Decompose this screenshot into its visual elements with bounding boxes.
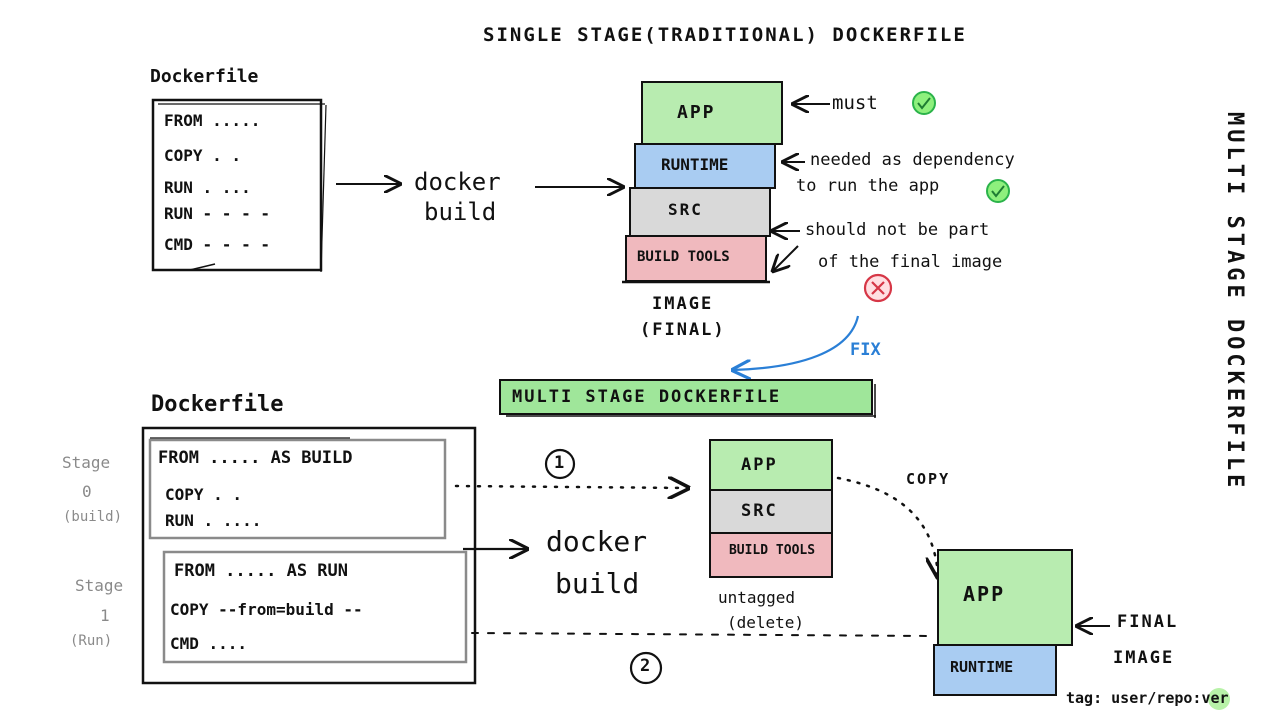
top-title: SINGLE STAGE(TRADITIONAL) DOCKERFILE bbox=[483, 24, 967, 46]
tag-highlight bbox=[1208, 688, 1230, 710]
final-image-label2: IMAGE bbox=[1113, 648, 1175, 668]
stage1-line: FROM ..... AS RUN bbox=[174, 561, 348, 581]
annotation-not-part2: of the final image bbox=[818, 252, 1003, 272]
annotation-not-part1: should not be part bbox=[805, 220, 990, 240]
untagged-layer-src-label: SRC bbox=[741, 501, 778, 521]
dashed-line-stage1 bbox=[471, 632, 933, 637]
top-dockerfile-box bbox=[151, 98, 327, 273]
stage1-label1: Stage bbox=[75, 576, 124, 595]
stage1-label2: 1 bbox=[100, 606, 110, 625]
top-layer-src-label: SRC bbox=[668, 200, 703, 219]
top-layer-runtime bbox=[634, 143, 776, 189]
annotation-must: must bbox=[832, 92, 878, 114]
final-layer-runtime-label: RUNTIME bbox=[950, 658, 1014, 676]
top-dockerfile-line: FROM ..... bbox=[164, 111, 261, 130]
top-dockerfile-line: COPY . . bbox=[164, 146, 242, 165]
top-image-stack bbox=[622, 81, 783, 284]
untagged-caption2: (delete) bbox=[727, 613, 805, 632]
check-icon-runtime bbox=[986, 179, 1010, 203]
final-image-label1: FINAL bbox=[1117, 612, 1179, 632]
final-image-stack bbox=[933, 549, 1073, 696]
top-image-caption1: IMAGE bbox=[652, 294, 714, 314]
stage0-label1: Stage bbox=[62, 453, 111, 472]
bottom-build-line1: docker bbox=[546, 525, 648, 558]
top-image-caption2: (FINAL) bbox=[640, 320, 726, 340]
stage0-line: COPY . . bbox=[165, 485, 243, 504]
stage0-label2: 0 bbox=[82, 482, 92, 501]
untagged-layer-build-tools bbox=[709, 532, 833, 578]
multi-stage-banner-box bbox=[499, 379, 876, 418]
bottom-dockerfile-title: Dockerfile bbox=[151, 392, 284, 417]
annotation-arrows bbox=[772, 104, 830, 271]
top-layer-app bbox=[641, 81, 783, 145]
untagged-image-stack bbox=[709, 439, 833, 578]
annotation-dependency1: needed as dependency bbox=[810, 150, 1015, 170]
final-layer-app bbox=[937, 549, 1073, 646]
top-layer-build-tools-label: BUILD TOOLS bbox=[637, 249, 730, 265]
final-image-tag: tag: user/repo:ver bbox=[1066, 689, 1229, 707]
stage1-line: CMD .... bbox=[170, 634, 248, 653]
bottom-build-line2: build bbox=[555, 567, 640, 600]
annotation-dependency2: to run the app bbox=[796, 176, 940, 196]
top-dockerfile-title: Dockerfile bbox=[150, 66, 259, 87]
stage1-box bbox=[162, 550, 468, 664]
dotted-arrow-stage0 bbox=[454, 486, 688, 488]
top-layer-app-label: APP bbox=[677, 102, 716, 123]
side-title: MULTI STAGE DOCKERFILE bbox=[1222, 112, 1247, 492]
top-dockerfile-line: RUN - - - - bbox=[164, 204, 270, 223]
stage0-box bbox=[148, 438, 447, 540]
dotted-copy-arrow bbox=[836, 476, 938, 577]
cross-icon-build bbox=[863, 273, 893, 303]
step-marker-2-circle bbox=[629, 651, 663, 685]
top-dockerfile-line: CMD - - - - bbox=[164, 235, 270, 254]
stage0-line: FROM ..... AS BUILD bbox=[158, 448, 353, 468]
final-layer-app-label: APP bbox=[963, 582, 1006, 606]
multi-stage-banner-text: MULTI STAGE DOCKERFILE bbox=[512, 387, 782, 407]
untagged-caption1: untagged bbox=[718, 588, 796, 607]
fix-label: FIX bbox=[850, 340, 881, 360]
untagged-layer-app-label: APP bbox=[741, 455, 778, 475]
fix-arrow bbox=[733, 315, 860, 370]
step-marker-1-circle bbox=[544, 448, 576, 480]
top-layer-build-tools bbox=[625, 235, 767, 282]
step-marker-1: 1 bbox=[554, 453, 565, 473]
top-build-line1: docker bbox=[414, 168, 501, 196]
top-dockerfile-line: RUN . ... bbox=[164, 178, 251, 197]
top-layer-src bbox=[629, 187, 771, 237]
top-build-line2: build bbox=[424, 198, 497, 226]
bottom-dockerfile-box bbox=[141, 426, 477, 685]
step-marker-2: 2 bbox=[640, 656, 651, 676]
top-layer-runtime-label: RUNTIME bbox=[661, 155, 729, 174]
untagged-layer-src bbox=[709, 489, 833, 534]
stage1-line: COPY --from=build -- bbox=[170, 600, 363, 619]
stage0-line: RUN . .... bbox=[165, 511, 262, 530]
final-layer-runtime bbox=[933, 644, 1057, 696]
stage0-label3: (build) bbox=[63, 509, 123, 525]
stage1-label3: (Run) bbox=[70, 633, 113, 649]
untagged-layer-build-tools-label: BUILD TOOLS bbox=[728, 543, 816, 558]
copy-label: COPY bbox=[906, 470, 951, 488]
check-icon-must bbox=[912, 91, 936, 115]
